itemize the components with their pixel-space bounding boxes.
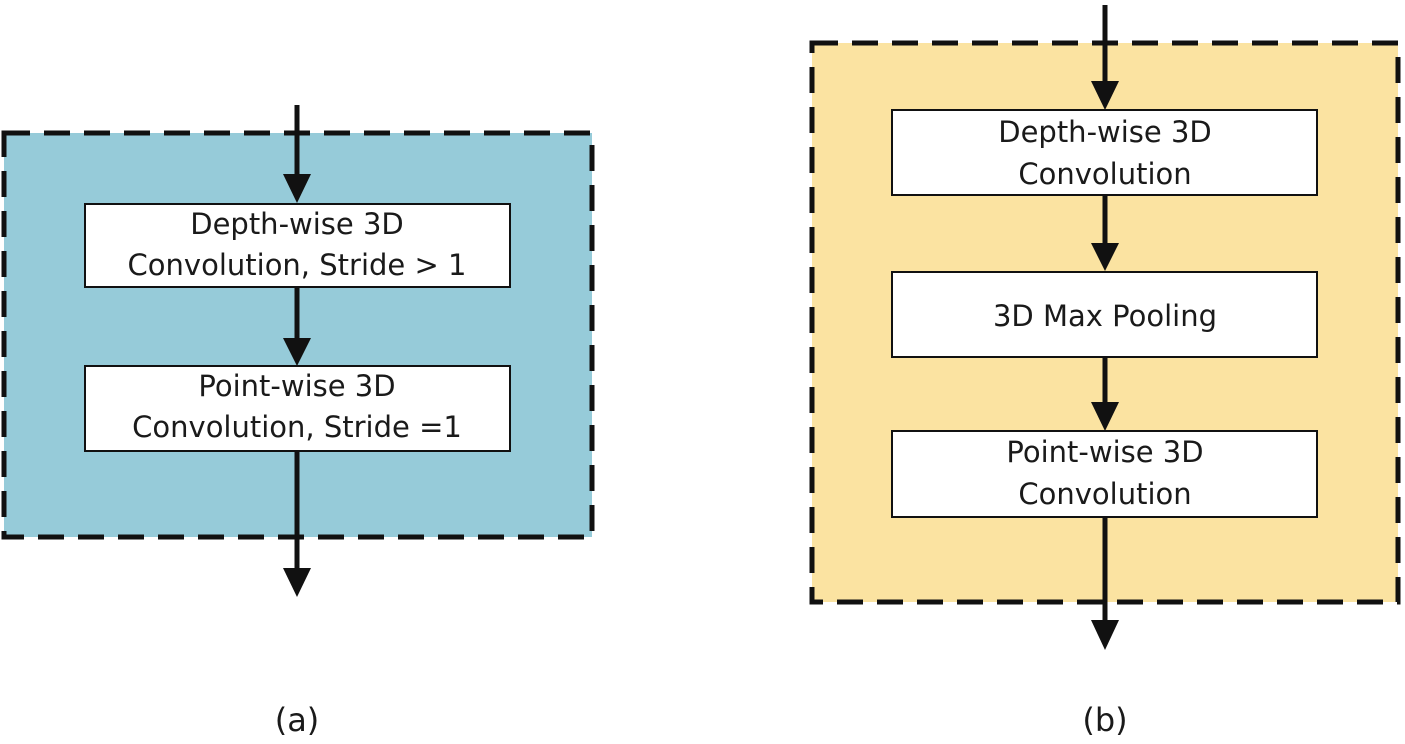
panel-b-box1-line1: Depth-wise 3D [998, 115, 1212, 149]
panel-b-arrow-2 [1091, 357, 1119, 431]
panel-b-pointwise-box: Point-wise 3D Convolution [891, 430, 1318, 518]
panel-a-pointwise-box: Point-wise 3D Convolution, Stride =1 [84, 365, 511, 452]
panel-a-box1-line1: Depth-wise 3D [190, 207, 404, 241]
panel-a-output-arrow [283, 451, 311, 597]
panel-a-box2-line2: Convolution, Stride =1 [132, 410, 462, 444]
panel-a-middle-arrow [283, 287, 311, 366]
panel-b-box3-line2: Convolution [1018, 477, 1191, 511]
panel-b-box1-line2: Convolution [1018, 157, 1191, 191]
panel-a-box2-line1: Point-wise 3D [198, 369, 395, 403]
panel-a-input-arrow [283, 105, 311, 203]
panel-a: Depth-wise 3D Convolution, Stride > 1 Po… [1, 105, 595, 739]
panel-a-box1-line2: Convolution, Stride > 1 [128, 248, 467, 282]
panel-b-maxpool-box: 3D Max Pooling [891, 271, 1318, 358]
panel-b-box3-line1: Point-wise 3D [1006, 435, 1203, 469]
panel-b-output-arrow [1091, 517, 1119, 650]
panel-a-caption: (a) [275, 701, 320, 739]
panel-b-caption: (b) [1082, 701, 1127, 739]
panel-b-input-arrow [1091, 5, 1119, 110]
panel-b: Depth-wise 3D Convolution 3D Max Pooling… [809, 5, 1401, 739]
panel-b-depthwise-box: Depth-wise 3D Convolution [891, 109, 1318, 196]
panel-a-depthwise-box: Depth-wise 3D Convolution, Stride > 1 [84, 203, 511, 288]
panel-b-arrow-1 [1091, 195, 1119, 271]
panel-b-box2-line1: 3D Max Pooling [993, 299, 1217, 333]
